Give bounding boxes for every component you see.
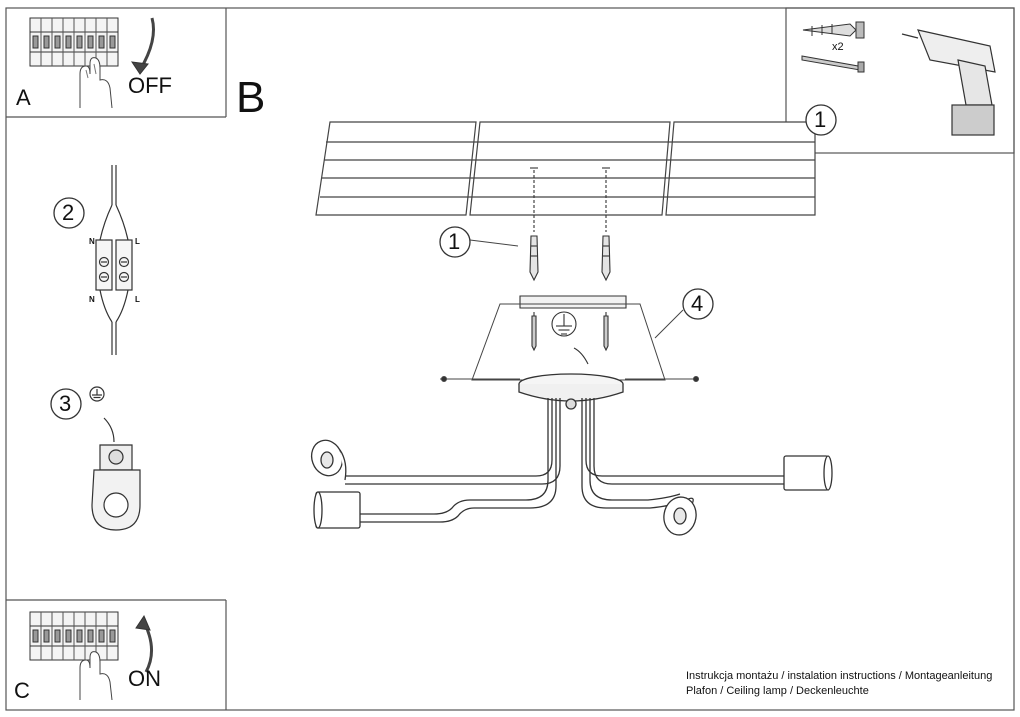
mounting-projection (440, 303, 699, 382)
tools-step-circle (805, 104, 837, 136)
step-4-leader (654, 309, 684, 339)
wall-anchor-icon (802, 21, 865, 39)
step-3-circle (50, 388, 82, 420)
terminal-n-bottom: N (89, 295, 95, 304)
ground-terminal-illustration (89, 386, 141, 531)
anchor-quantity: x2 (832, 41, 844, 53)
tools-step-number: 1 (814, 107, 827, 132)
footer-product-name: Plafon / Ceiling lamp / Deckenleuchte (686, 685, 869, 697)
lamp-arms (345, 398, 784, 523)
ceiling-planks (315, 121, 816, 216)
lamp-canopy (518, 373, 624, 410)
panel-c-action: ON (128, 666, 161, 691)
ceiling-anchors (529, 167, 611, 282)
lamp-shades (310, 439, 833, 536)
terminal-l-bottom: L (135, 295, 140, 304)
tools-box (785, 7, 1015, 154)
step-2-circle (53, 197, 85, 229)
step-4-number: 4 (691, 291, 704, 316)
footer-instructions-title: Instrukcja montażu / instalation instruc… (686, 670, 993, 682)
panel-a-action: OFF (128, 73, 172, 98)
panel-a-letter: A (16, 85, 31, 110)
ground-symbol-icon (551, 311, 589, 365)
step-2-number: 2 (62, 200, 75, 225)
panel-c-letter: C (14, 678, 30, 703)
breaker-on-illustration (29, 611, 153, 701)
terminal-n-top: N (89, 237, 95, 246)
terminal-block-illustration (95, 165, 133, 355)
step-4-circle (682, 288, 714, 320)
step-1-number: 1 (448, 229, 461, 254)
step-1-circle (439, 226, 471, 258)
screw-icon (801, 55, 865, 73)
panel-b-letter: B (236, 73, 266, 122)
breaker-off-illustration (29, 17, 155, 109)
drill-icon (901, 29, 996, 136)
terminal-l-top: L (135, 237, 140, 246)
step-3-number: 3 (59, 391, 72, 416)
step-1-leader (469, 239, 519, 247)
page-frame (5, 7, 1015, 711)
